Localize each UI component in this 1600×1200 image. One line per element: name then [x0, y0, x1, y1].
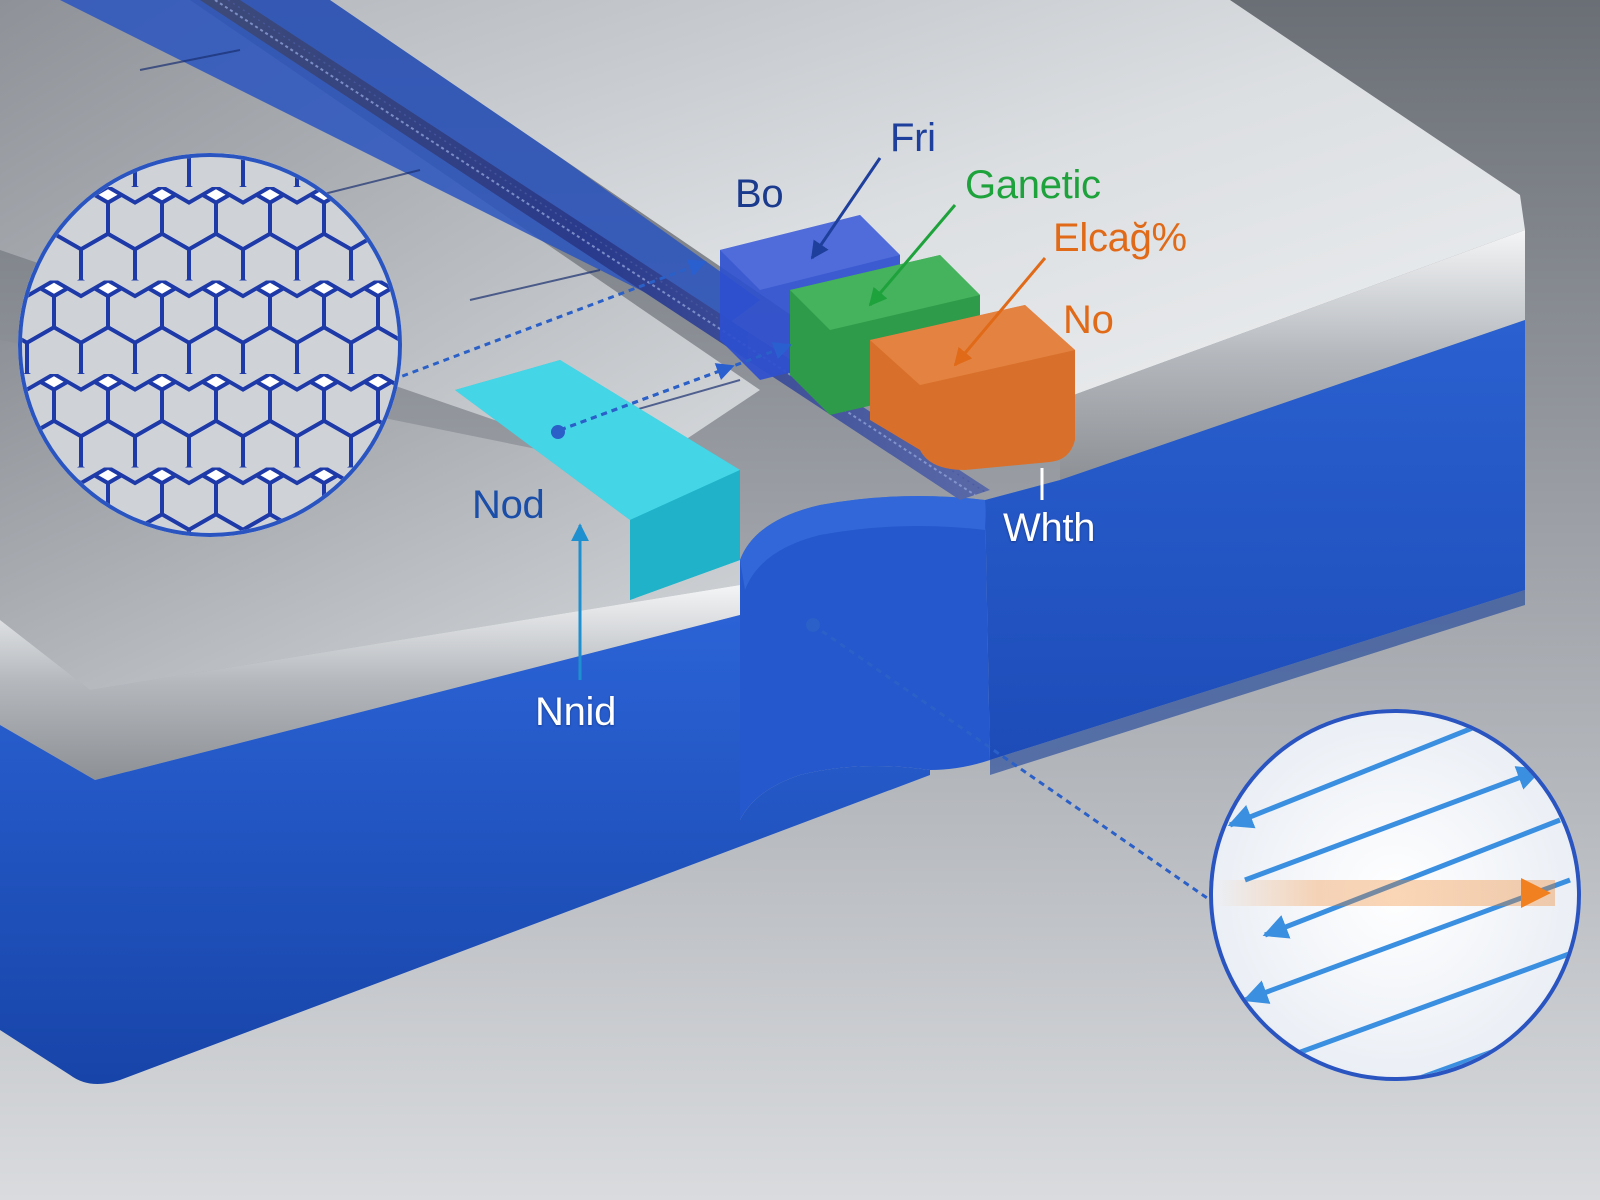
channel-notch [740, 496, 990, 820]
label-whth: Whth [1003, 506, 1096, 550]
label-no: No [1063, 298, 1114, 342]
right-top-surface [330, 0, 1525, 400]
label-ganetic: Ganetic [965, 163, 1101, 207]
label-nod: Nod [472, 483, 545, 527]
rail-top-surface [0, 0, 760, 470]
right-metal-edge [1060, 230, 1525, 480]
left-metal-edge [0, 585, 740, 780]
label-nnid: Nnid [535, 690, 617, 734]
left-blue-body [0, 615, 930, 1084]
right-blue-body [985, 320, 1525, 760]
label-fri: Fri [890, 116, 936, 160]
label-bo: Bo [735, 172, 784, 216]
hexagon-mesh-icon [18, 153, 402, 537]
label-elcag: Elcağ% [1053, 216, 1187, 260]
